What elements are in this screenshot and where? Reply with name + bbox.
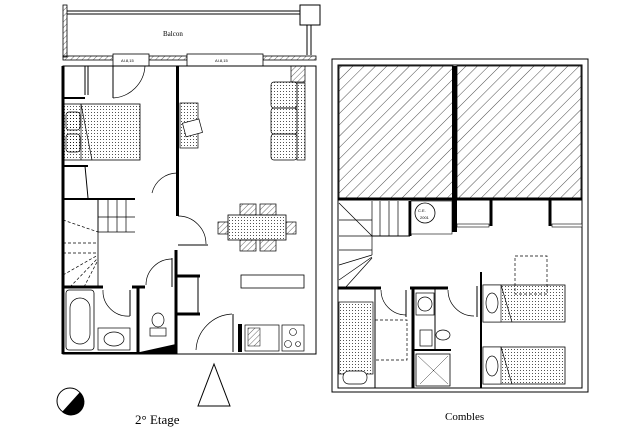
- window-2-label: AI.8,15: [215, 58, 228, 63]
- attic-void-left: [338, 65, 454, 199]
- ce-sublabel: 2001: [420, 215, 430, 220]
- window-1-label: AI.8,15: [121, 58, 134, 63]
- bathtub: [65, 289, 95, 351]
- stairs: [62, 198, 135, 288]
- desk: [179, 102, 203, 149]
- double-bed: [62, 103, 141, 161]
- entrance-arrow-icon: [197, 362, 231, 407]
- dining-table: [217, 203, 297, 252]
- north-compass-icon: [56, 387, 85, 416]
- kitchenette: [238, 324, 305, 352]
- plan-title-2nd-floor: 2° Etage: [135, 412, 180, 427]
- attic-void-right: [456, 65, 582, 199]
- sofa: [270, 65, 306, 161]
- ce-label: C.E.: [418, 208, 426, 213]
- water-heater: C.E. 2001: [410, 200, 453, 235]
- balcony: Balcon: [62, 4, 321, 58]
- toilet: [149, 312, 167, 337]
- sleeping-nook: [338, 301, 374, 375]
- attic-bathroom: [415, 292, 451, 387]
- plan-title-attic: Combles: [445, 411, 484, 423]
- balcony-label: Balcon: [163, 30, 183, 38]
- plan-attic: C.E. 2001: [331, 58, 589, 423]
- twin-beds: [482, 255, 566, 385]
- counter: [240, 274, 305, 289]
- bathroom-sink: [97, 327, 131, 351]
- attic-stairs: [338, 201, 412, 289]
- plan-2nd-floor: Balcon AI.8,15 AI.8,15: [56, 4, 321, 427]
- top-wall: AI.8,15 AI.8,15: [62, 53, 317, 67]
